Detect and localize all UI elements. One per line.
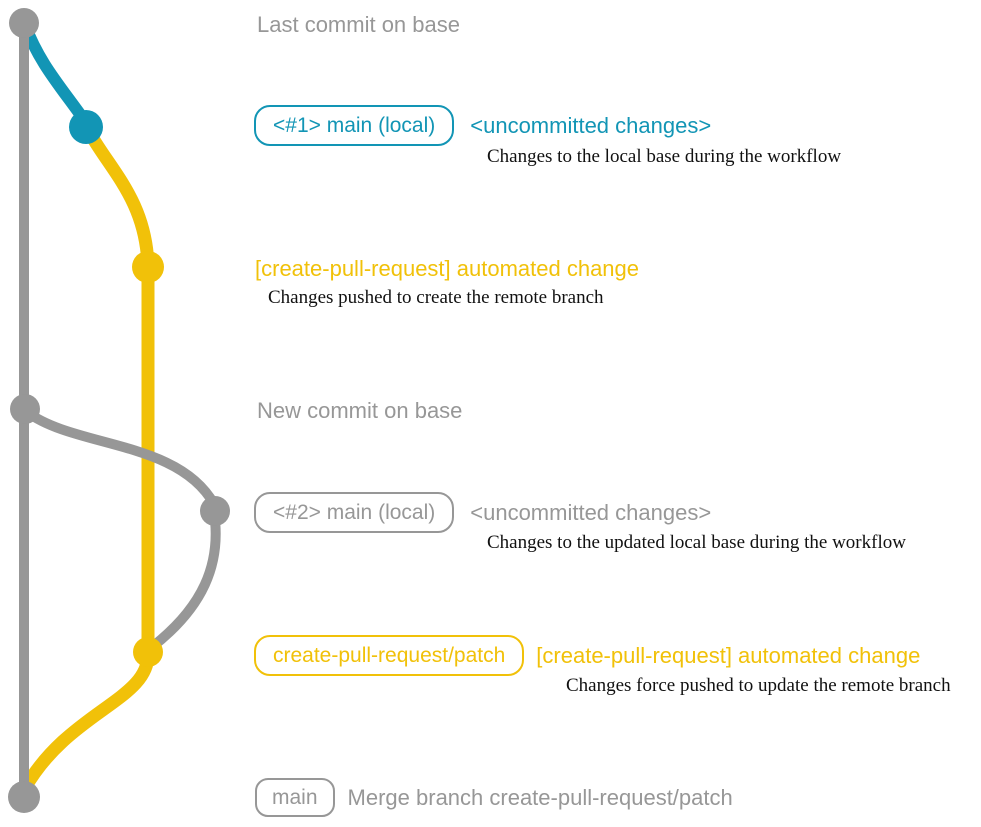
blue-branch-curve bbox=[19, 19, 93, 130]
branch-badge-create-pull-request-patch: create-pull-request/patch bbox=[254, 635, 525, 677]
commit-dot-automated-1 bbox=[132, 251, 164, 283]
commit-message-uncommitted-2: <uncommitted changes> bbox=[470, 499, 712, 525]
branch-badge-main-local-2: <#2> main (local) bbox=[254, 492, 455, 534]
yellow-branch-merge-curve bbox=[18, 645, 155, 795]
commit-dot-last-base bbox=[9, 8, 39, 38]
commit-note-automated-2: Changes force pushed to update the remot… bbox=[566, 675, 951, 696]
commit-message-uncommitted-1: <uncommitted changes> bbox=[470, 112, 712, 138]
commit-note-uncommitted-2: Changes to the updated local base during… bbox=[487, 532, 906, 553]
label-new-commit-on-base: New commit on base bbox=[257, 398, 463, 423]
branch-badge-main: main bbox=[255, 778, 335, 818]
commit-dot-automated-2 bbox=[133, 637, 163, 667]
commit-dot-main-local-2 bbox=[200, 496, 230, 526]
commit-dot-merge bbox=[8, 781, 40, 813]
commit-message-merge: Merge branch create-pull-request/patch bbox=[347, 784, 733, 810]
label-last-commit-on-base: Last commit on base bbox=[257, 12, 460, 37]
commit-message-automated-1: [create-pull-request] automated change bbox=[255, 256, 640, 281]
gray-branch-out-curve bbox=[22, 407, 219, 509]
yellow-branch-top-curve bbox=[81, 123, 155, 273]
commit-note-automated-1: Changes pushed to create the remote bran… bbox=[268, 287, 604, 308]
commit-note-uncommitted-1: Changes to the local base during the wor… bbox=[487, 146, 842, 167]
commit-message-automated-2: [create-pull-request] automated change bbox=[536, 642, 921, 668]
commit-dot-new-base bbox=[10, 394, 40, 424]
gray-branch-in-curve bbox=[147, 507, 221, 652]
branch-badge-main-local-1: <#1> main (local) bbox=[254, 105, 455, 147]
commit-dot-main-local-1 bbox=[69, 110, 103, 144]
